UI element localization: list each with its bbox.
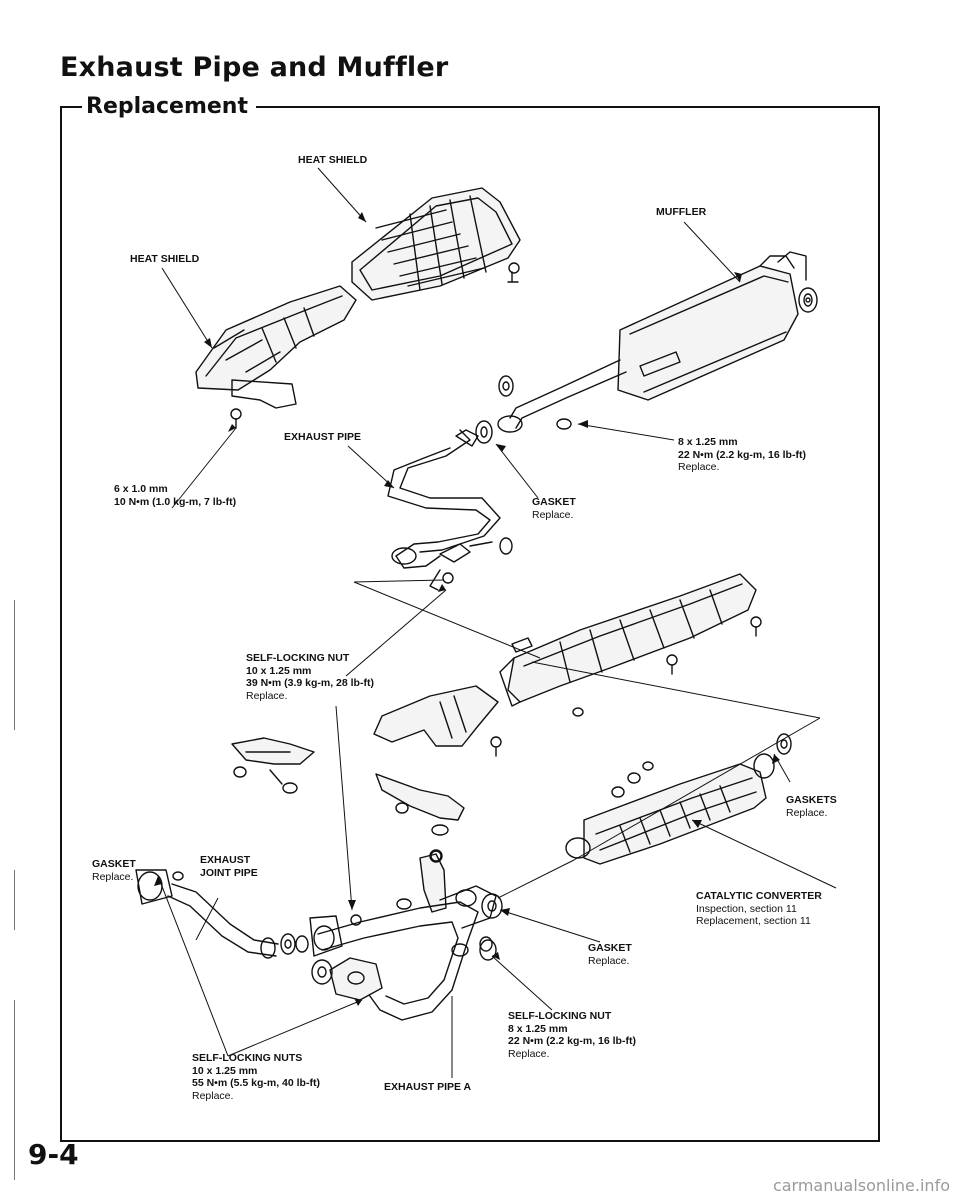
margin-rule (14, 600, 15, 730)
page-number: 9-4 (28, 1138, 79, 1171)
margin-rule (14, 870, 15, 930)
label-bolt-small: 6 x 1.0 mm 10 N•m (1.0 kg-m, 7 lb-ft) (114, 483, 237, 508)
exhaust-joint-pipe (135, 869, 309, 959)
muffler-body (497, 251, 818, 433)
left-heat-shield (195, 285, 357, 429)
leader-heat-shield-top (317, 167, 367, 223)
page-title: Exhaust Pipe and Muffler (60, 52, 449, 83)
label-gasket-upper: GASKET Replace. (532, 496, 576, 521)
label-self-locking-nuts: SELF-LOCKING NUTS 10 x 1.25 mm 55 N•m (5… (192, 1052, 320, 1102)
catalytic-converter (565, 733, 792, 865)
label-muffler: MUFFLER (656, 206, 707, 218)
label-gasket-left: GASKET Replace. (92, 858, 136, 883)
footer-watermark: carmanualsonline.info (772, 1176, 950, 1195)
label-heat-shield-top: HEAT SHIELD (298, 154, 368, 166)
brackets (231, 685, 502, 913)
label-self-locking-nut-lower: SELF-LOCKING NUT 8 x 1.25 mm 22 N•m (2.2… (508, 1010, 636, 1060)
fasteners-top (498, 297, 811, 430)
label-bolt-muffler: 8 x 1.25 mm 22 N•m (2.2 kg-m, 16 lb-ft) … (678, 436, 806, 473)
exhaust-pipe (387, 420, 513, 591)
section-subtitle: Replacement (82, 94, 256, 119)
label-heat-shield-left: HEAT SHIELD (130, 253, 200, 265)
label-self-locking-nut-upper: SELF-LOCKING NUT 10 x 1.25 mm 39 N•m (3.… (246, 652, 374, 702)
middle-heat-shield (499, 573, 762, 717)
diagram-frame (60, 106, 880, 1142)
label-exhaust-pipe: EXHAUST PIPE (284, 431, 362, 443)
label-exhaust-joint-pipe: EXHAUST JOINT PIPE (200, 854, 258, 879)
label-catalytic-converter: CATALYTIC CONVERTER Inspection, section … (696, 890, 822, 927)
top-heat-shield (351, 187, 521, 301)
label-exhaust-pipe-a: EXHAUST PIPE A (384, 1081, 472, 1093)
label-gaskets-right: GASKETS Replace. (786, 794, 837, 819)
label-gasket-lower: GASKET Replace. (588, 942, 632, 967)
exhaust-pipe-a (309, 849, 503, 1021)
margin-rule (14, 1000, 15, 1180)
